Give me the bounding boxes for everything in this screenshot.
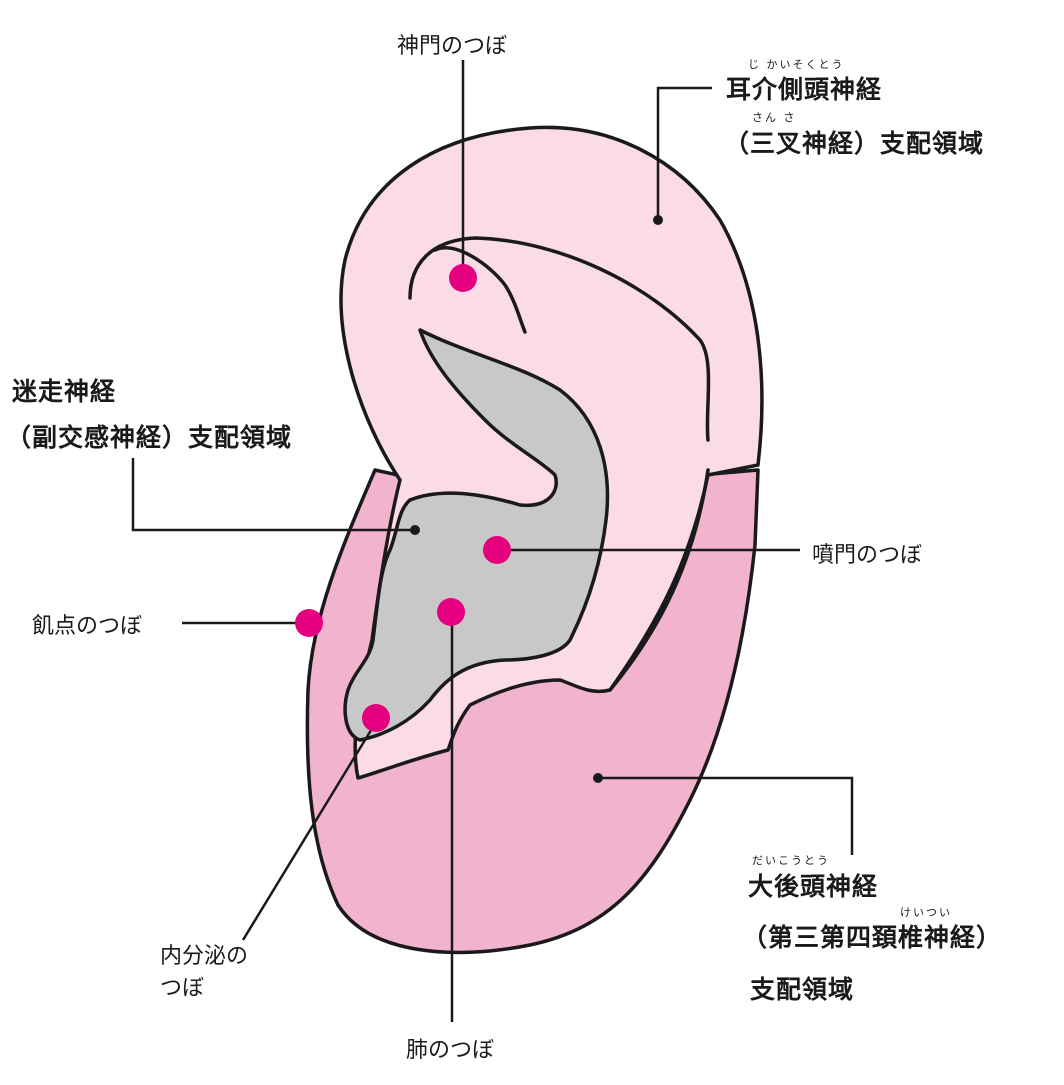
occipital-ruby-2: けいつい [900,906,952,919]
occipital-label-line3: 支配領域 [750,975,855,1004]
funmon-point [483,536,511,564]
vagus-label-line2: （副交感神経）支配領域 [6,423,293,452]
hai-point [437,598,465,626]
hai-label: 肺のつぼ [406,1038,495,1063]
kiten-point [295,609,323,637]
concha-region [343,328,610,742]
naibunpitsu-point [362,704,390,732]
trigeminal-anchor-dot [653,215,663,225]
antihelix-crus-line [408,236,711,442]
shinmon-label: 神門のつぼ [397,34,508,59]
occipital-ruby-1: だいこうとう [752,854,830,867]
trigeminal-label-line1: 耳介側頭神経 [726,75,883,104]
occipital-anchor-dot [593,773,603,783]
vagus-label-line1: 迷走神経 [12,377,117,406]
trigeminal-label-line2: （三叉神経）支配領域 [724,129,985,158]
occipital-label-line2: （第三第四頚椎神経） [742,923,1003,952]
trigeminal-ruby-1: じ かいそくとう [748,58,845,71]
naibunpitsu-label-line2: つぼ [160,976,205,1001]
trigeminal-ruby-2: さん さ [752,111,797,124]
naibunpitsu-label-line1: 内分泌の [160,944,249,969]
occipital-label-line1: 大後頭神経 [748,872,879,901]
occipital-leader [598,776,854,855]
vagus-anchor-dot [410,525,420,535]
trigeminal-leader [656,86,712,220]
shinmon-point [449,264,477,292]
inner-crus-line [433,246,527,334]
lobe-boundary-line [608,468,710,692]
kiten-label: 飢点のつぼ [32,614,143,639]
funmon-label: 噴門のつぼ [812,543,923,568]
vagus-leader [131,458,415,532]
naibunpitsu-leader [241,721,378,941]
